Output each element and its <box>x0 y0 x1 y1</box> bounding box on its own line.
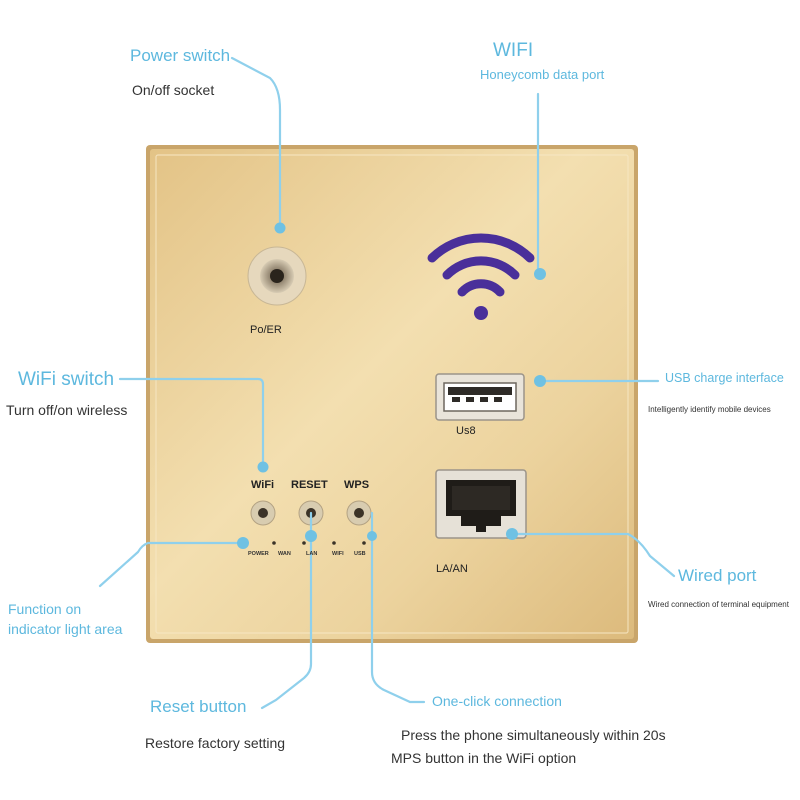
function-title-line1: Function on <box>8 601 82 617</box>
wps-button-label: WPS <box>344 479 370 491</box>
wifi-button-label: WiFi <box>251 479 275 491</box>
reset-desc: Restore factory setting <box>145 735 286 751</box>
usb-desc: Intelligently identify mobile devices <box>648 405 771 414</box>
power-switch-title: Power switch <box>130 46 231 65</box>
power-port-label: Po/ER <box>250 324 282 336</box>
led-lan-label: LAN <box>306 551 318 557</box>
usb-title: USB charge interface <box>665 371 784 385</box>
wall-panel <box>150 149 634 639</box>
led-usb-label: USB <box>354 551 366 557</box>
reset-button-label: RESET <box>291 479 328 491</box>
wired-port-desc: Wired connection of terminal equipment <box>648 600 789 609</box>
usb-port <box>435 373 525 421</box>
wifi-switch-button <box>250 500 276 526</box>
wps-button <box>346 500 372 526</box>
one-click-desc-2: MPS button in the WiFi option <box>391 750 577 766</box>
power-switch-desc: On/off socket <box>132 82 215 98</box>
function-title-line2: indicator light area <box>8 621 123 637</box>
callout-dots <box>237 222 546 549</box>
wired-port-title: Wired port <box>678 566 757 585</box>
one-click-title: One-click connection <box>432 693 562 709</box>
usb-port-label: Us8 <box>456 425 476 437</box>
led-wifi-label: WIFI <box>332 551 344 557</box>
wifi-desc: Honeycomb data port <box>480 67 605 82</box>
wifi-symbol-icon <box>427 233 535 320</box>
reset-title: Reset button <box>150 697 247 716</box>
wifi-switch-desc: Turn off/on wireless <box>6 402 128 418</box>
led-wan-label: WAN <box>278 551 291 557</box>
ethernet-port <box>435 469 527 539</box>
power-jack <box>247 246 307 306</box>
wifi-switch-title: WiFi switch <box>18 369 115 390</box>
one-click-desc-1: Press the phone simultaneously within 20… <box>401 727 666 743</box>
leader-lines <box>98 56 676 710</box>
led-power-label: POWER <box>248 551 269 557</box>
wifi-title: WIFI <box>493 40 534 61</box>
lan-port-label: LA/AN <box>436 563 468 575</box>
